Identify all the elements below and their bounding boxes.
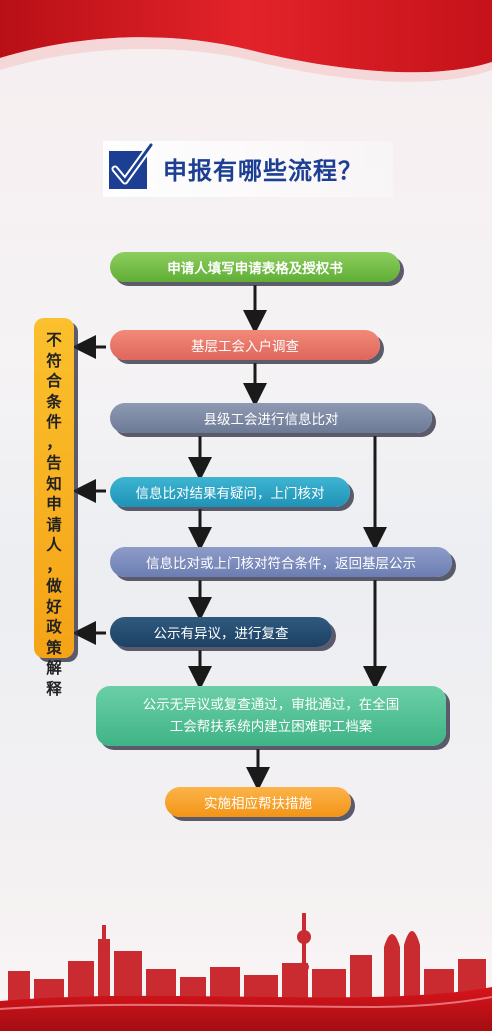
step-approve-line1: 公示无异议或复查通过，审批通过，在全国 — [142, 697, 400, 713]
step-approve-archive: 公示无异议或复查通过，审批通过，在全国 工会帮扶系统内建立困难职工档案 — [96, 686, 446, 746]
step-apply-form: 申请人填写申请表格及授权书 — [110, 252, 400, 282]
title-banner: 申报有哪些流程？ — [103, 141, 393, 197]
step-recheck: 公示有异议，进行复查 — [110, 617, 332, 647]
step-county-compare: 县级工会进行信息比对 — [110, 403, 432, 433]
step-return-publicize: 信息比对或上门核对符合条件，返回基层公示 — [110, 547, 452, 577]
step-home-survey: 基层工会入户调查 — [110, 330, 380, 360]
rejection-note-text: 不符合 条件， 告知申 请人， 做好政 策解释 — [46, 331, 62, 698]
step-doorstep-verify: 信息比对结果有疑问，上门核对 — [110, 477, 350, 507]
check-icon — [109, 141, 155, 189]
rejection-note-box: 不符合 条件， 告知申 请人， 做好政 策解释 — [34, 318, 74, 698]
step-approve-line2: 工会帮扶系统内建立困难职工档案 — [169, 719, 373, 735]
page-title: 申报有哪些流程？ — [163, 157, 363, 185]
step-assistance: 实施相应帮扶措施 — [165, 787, 351, 817]
city-skyline — [0, 913, 492, 1031]
top-red-wave — [0, 0, 492, 82]
